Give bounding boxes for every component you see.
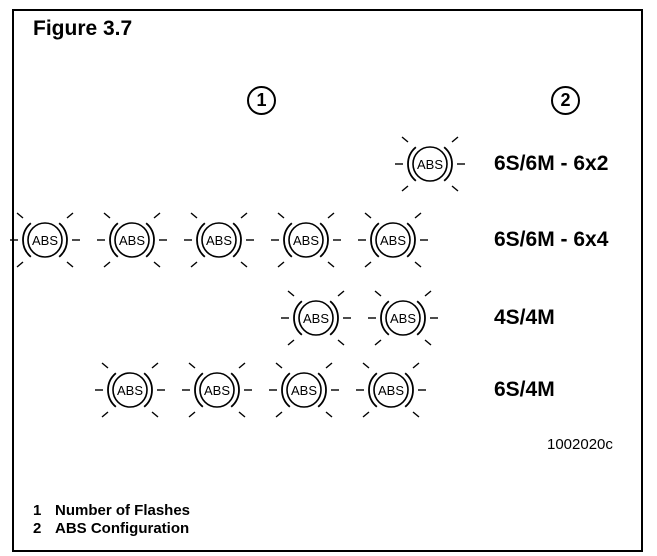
- config-label-6s4m: 6S/4M: [494, 378, 555, 401]
- abs-lamp-icon: ABS: [10, 212, 80, 268]
- callout-abs-configuration: 2: [551, 86, 580, 115]
- abs-lamp-icon: ABS: [269, 362, 339, 418]
- abs-lamp-icon: ABS: [95, 362, 165, 418]
- legend-item-abs-configuration: 2 ABS Configuration: [33, 520, 189, 537]
- abs-lamp-label: ABS: [303, 311, 329, 326]
- abs-lamp-icon: ABS: [356, 362, 426, 418]
- abs-lamp-label: ABS: [293, 233, 319, 248]
- abs-lamp-label: ABS: [390, 311, 416, 326]
- figure-frame: [12, 9, 643, 552]
- abs-lamp-icon: ABS: [395, 136, 465, 192]
- figure-title: Figure 3.7: [33, 17, 133, 40]
- abs-lamp-label: ABS: [380, 233, 406, 248]
- abs-lamp-label: ABS: [378, 383, 404, 398]
- abs-lamp-icon: ABS: [184, 212, 254, 268]
- legend-text: Number of Flashes: [55, 502, 191, 519]
- legend-number: 2: [33, 520, 42, 537]
- abs-lamp-label: ABS: [291, 383, 317, 398]
- legend-text: ABS Configuration: [55, 520, 190, 537]
- callout-number-of-flashes: 1: [247, 86, 276, 115]
- abs-lamp-label: ABS: [204, 383, 230, 398]
- figure-reference-number: 1002020c: [547, 436, 613, 453]
- abs-lamp-label: ABS: [206, 233, 232, 248]
- abs-lamp-label: ABS: [417, 157, 443, 172]
- abs-lamp-icon: ABS: [358, 212, 428, 268]
- abs-lamp-icon: ABS: [271, 212, 341, 268]
- abs-lamp-label: ABS: [32, 233, 58, 248]
- abs-lamp-icon: ABS: [182, 362, 252, 418]
- abs-lamp-icon: ABS: [281, 290, 351, 346]
- abs-lamp-icon: ABS: [368, 290, 438, 346]
- legend-number: 1: [33, 502, 42, 519]
- config-label-6s6m-6x2: 6S/6M - 6x2: [494, 152, 609, 175]
- abs-lamp-icon: ABS: [97, 212, 167, 268]
- legend-item-number-of-flashes: 1 Number of Flashes: [33, 502, 190, 519]
- config-label-6s6m-6x4: 6S/6M - 6x4: [494, 228, 609, 251]
- abs-lamp-label: ABS: [117, 383, 143, 398]
- abs-lamp-label: ABS: [119, 233, 145, 248]
- config-label-4s4m: 4S/4M: [494, 306, 555, 329]
